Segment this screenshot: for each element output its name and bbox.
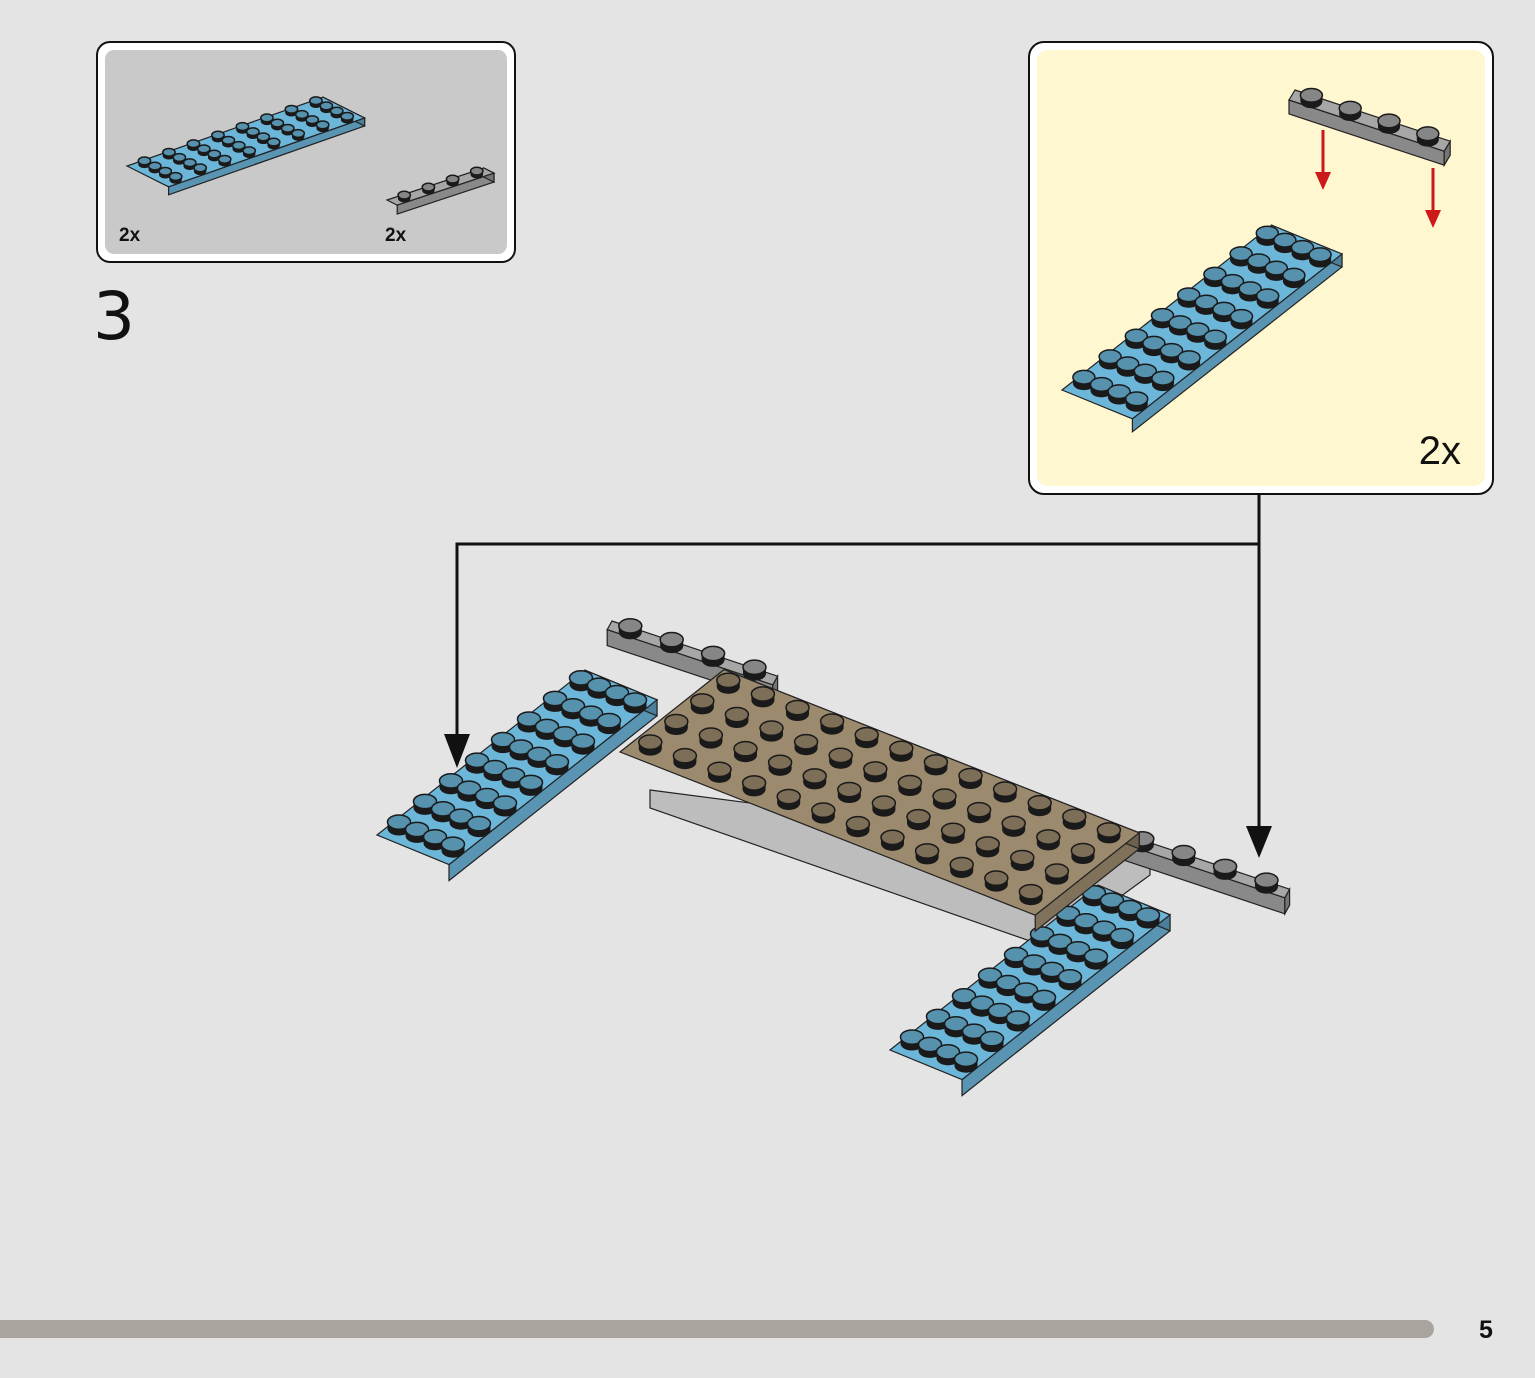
sub-assembly-illustration <box>1060 87 1452 434</box>
blue-plate-4x8-icon <box>125 96 367 196</box>
parts-list-panel: 2x 2x <box>96 41 516 263</box>
main-model-illustration <box>375 495 1291 1097</box>
parts-list-inner: 2x 2x <box>105 50 507 254</box>
step-number: 3 <box>93 278 135 355</box>
red-placement-arrows-icon <box>1315 130 1441 228</box>
sub-blue-plate-icon <box>1060 224 1344 434</box>
parts-list-illustration <box>125 96 496 215</box>
sub-assembly-quantity: 2x <box>1418 429 1461 473</box>
sub-assembly-callout: 2x <box>1028 41 1494 495</box>
blue-plate-quantity: 2x <box>119 225 141 246</box>
assembled-base-model <box>375 617 1291 1097</box>
grey-plate-1x4-icon <box>385 166 496 215</box>
page-number: 5 <box>1479 1316 1493 1344</box>
grey-plate-quantity: 2x <box>385 225 407 246</box>
progress-bar <box>0 1320 1434 1338</box>
connector-arrows-icon <box>444 495 1272 858</box>
sub-assembly-inner: 2x <box>1037 50 1485 486</box>
sub-grey-plate-icon <box>1288 87 1452 168</box>
